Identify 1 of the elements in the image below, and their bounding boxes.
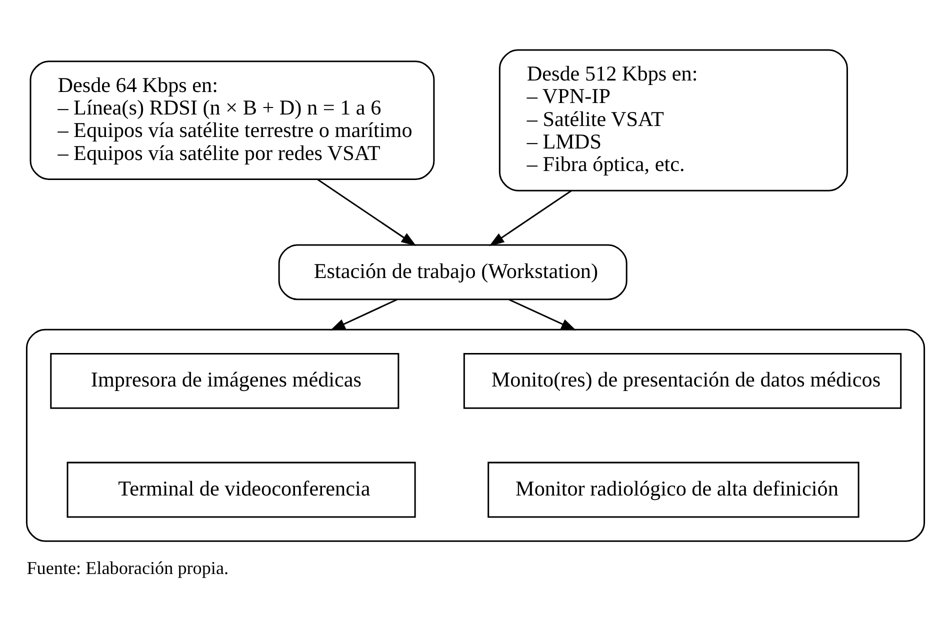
caption: Fuente: Elaboración propia. — [26, 557, 229, 578]
